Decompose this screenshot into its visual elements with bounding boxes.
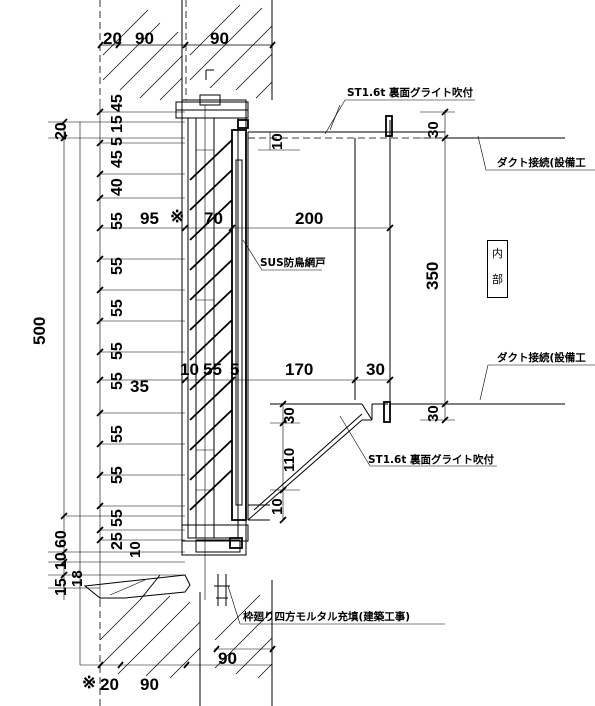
dim-r-10a: 10: [269, 133, 286, 150]
dim-h-95: 95: [140, 209, 159, 228]
frame-bottom-cap: [83, 524, 249, 606]
dim-left-60: 60: [53, 530, 70, 548]
dim-bottom-20: 20: [100, 675, 119, 694]
mark-x2: ※: [82, 673, 96, 692]
dim-left-18: 18: [69, 570, 86, 587]
note-st-top: ST1.6t 裏面グライト吹付: [347, 86, 473, 99]
dim-h-70: 70: [204, 209, 223, 228]
dim-bottom-90a: 90: [140, 675, 159, 694]
dim-left-500: 500: [30, 317, 49, 345]
dim-v-10: 10: [127, 541, 144, 558]
dim-v-55: 55: [109, 212, 126, 230]
louver-frame: [181, 99, 247, 600]
dim-r-30a: 30: [425, 121, 442, 138]
dim-left-10: 10: [53, 552, 70, 570]
interior-label-box: 内 部: [487, 240, 508, 298]
note-mortar: 枠廻り四方モルタル充填(建築工事): [243, 610, 410, 623]
frame-top-cap: [175, 69, 249, 129]
dim-r-30b: 30: [425, 405, 442, 422]
dim-v-5: 5: [109, 137, 126, 146]
ladder-ticks: [96, 108, 104, 544]
dim-h-35: 35: [130, 377, 149, 396]
dim-v-55b: 55: [109, 257, 126, 275]
dim-left-15: 15: [53, 578, 70, 596]
ladder-lines: [100, 111, 390, 541]
dim-left-20: 20: [53, 122, 70, 140]
interior-label-2: 部: [492, 273, 503, 286]
dim-h-200: 200: [295, 209, 323, 228]
dim-v-55h: 55: [109, 509, 126, 527]
dim-h-55: 55: [203, 360, 222, 379]
dim-v-45b: 45: [109, 150, 126, 168]
dim-h-5: 5: [230, 360, 239, 379]
dim-h-30: 30: [366, 360, 385, 379]
dim-r-30c: 30: [281, 407, 298, 424]
dim-top-20: 20: [103, 29, 122, 48]
dim-v-15: 15: [109, 115, 126, 133]
dim-r-10b: 10: [269, 498, 286, 515]
dim-bottom-90b: 90: [218, 649, 237, 668]
dim-v-55g: 55: [109, 466, 126, 484]
mark-x1: ※: [170, 207, 184, 226]
dim-v-55c: 55: [109, 299, 126, 317]
dim-v-45a: 45: [109, 94, 126, 112]
wall-hatch-bottom: [99, 594, 273, 679]
dim-v-55f: 55: [109, 425, 126, 443]
note-duct-top: ダクト接続(設備工: [497, 156, 586, 169]
dim-v-55d: 55: [109, 342, 126, 360]
dim-v-40: 40: [109, 178, 126, 196]
interior-label-1: 内: [492, 247, 503, 260]
dim-v-55e: 55: [109, 372, 126, 390]
wall-hatch-top: [102, 4, 273, 101]
dim-h-10: 10: [180, 360, 199, 379]
note-sus-screen: SUS防鳥網戸: [260, 256, 326, 269]
dim-top-90a: 90: [135, 29, 154, 48]
dim-v-25: 25: [109, 532, 126, 550]
dim-r-110: 110: [281, 448, 298, 472]
dim-top-90b: 90: [210, 29, 229, 48]
note-duct-mid: ダクト接続(設備工: [497, 351, 586, 364]
note-st-bottom: ST1.6t 裏面グライト吹付: [368, 453, 494, 466]
dim-h-170: 170: [285, 360, 313, 379]
dim-r-350: 350: [423, 262, 442, 290]
duct-chamber: [247, 115, 565, 521]
